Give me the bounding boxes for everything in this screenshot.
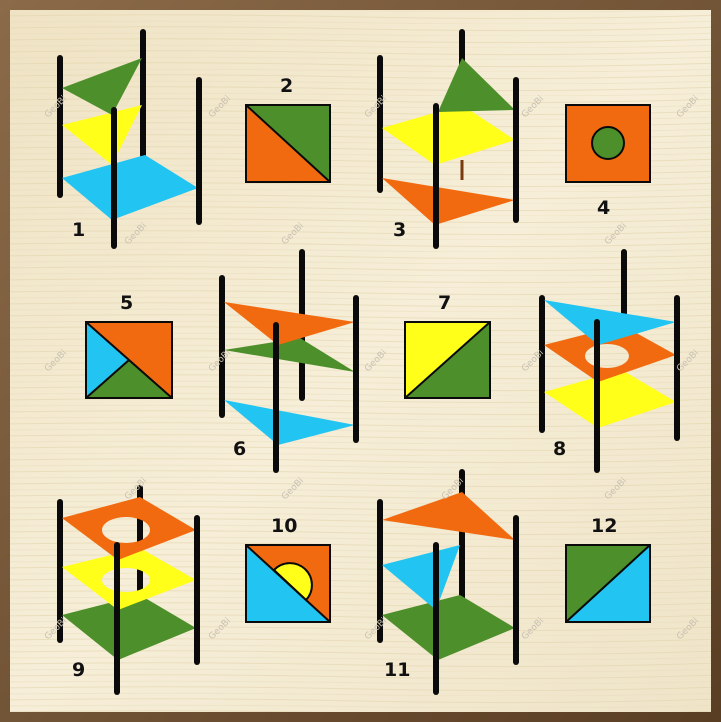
item-number-3: 3: [393, 219, 406, 241]
item-number-4: 4: [597, 197, 610, 219]
item-number-10: 10: [271, 515, 297, 537]
item-number-11: 11: [384, 659, 410, 681]
green-circle-region: [592, 127, 624, 159]
item-number-2: 2: [280, 75, 293, 97]
item-number-6: 6: [233, 438, 246, 460]
item-number-7: 7: [438, 292, 451, 314]
item-number-5: 5: [120, 292, 133, 314]
item-number-1: 1: [72, 219, 85, 241]
item-number-12: 12: [591, 515, 617, 537]
item-number-9: 9: [72, 659, 85, 681]
item-number-8: 8: [553, 438, 566, 460]
